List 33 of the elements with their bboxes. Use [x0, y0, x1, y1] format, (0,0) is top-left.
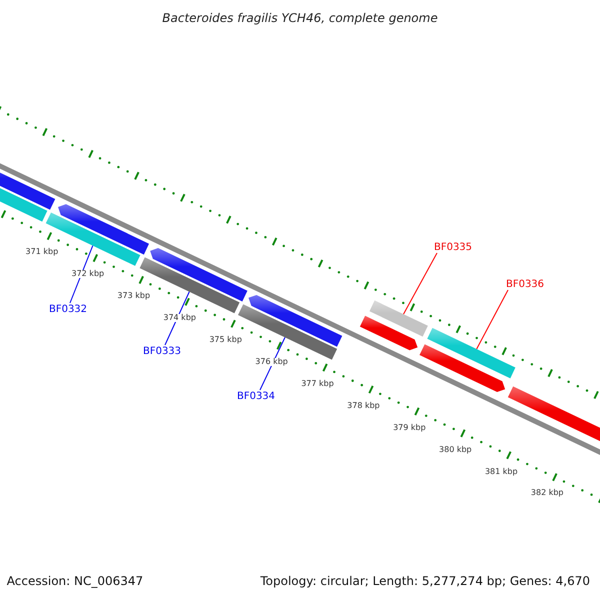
scale-label: 374 kbp [162, 314, 197, 322]
gene-label: BF0332 [48, 305, 88, 315]
gene-label: BF0333 [142, 347, 182, 357]
leader-line [260, 336, 286, 390]
accession-text: Accession: NC_006347 [6, 575, 144, 587]
scale-label: 380 kbp [438, 446, 473, 454]
gene-bar [150, 248, 248, 302]
gene-label: BF0335 [434, 243, 472, 253]
scale-label: 378 kbp [346, 402, 381, 410]
leader-line [403, 252, 438, 315]
gene-bar [370, 300, 428, 337]
leader-line [476, 290, 508, 350]
leader-line [70, 245, 94, 304]
scale-label: 375 kbp [208, 336, 243, 344]
leader-line [164, 291, 190, 346]
gene-label: BF0334 [236, 392, 276, 402]
scale-label: 376 kbp [254, 358, 289, 366]
gene-bar [360, 316, 418, 350]
genome-info-text: Topology: circular; Length: 5,277,274 bp; Genes: 4,670 [260, 575, 590, 587]
scale-label: 382 kbp [530, 489, 564, 498]
gene-bar [427, 328, 516, 378]
diagram-title: Bacteroides fragilis YCH46, complete genome [162, 12, 438, 24]
scale-label: 372 kbp [70, 270, 106, 278]
scale-label: 371 kbp [24, 248, 60, 256]
gene-bar [420, 344, 506, 392]
gene-bar [248, 295, 342, 347]
scale-label: 377 kbp [300, 380, 335, 388]
scale-label: 379 kbp [392, 424, 427, 432]
gene-bar [46, 212, 140, 266]
gene-bar [58, 204, 149, 255]
scale-label: 373 kbp [116, 292, 152, 300]
gene-label: BF0336 [506, 280, 544, 290]
scale-label: 381 kbp [484, 468, 519, 476]
